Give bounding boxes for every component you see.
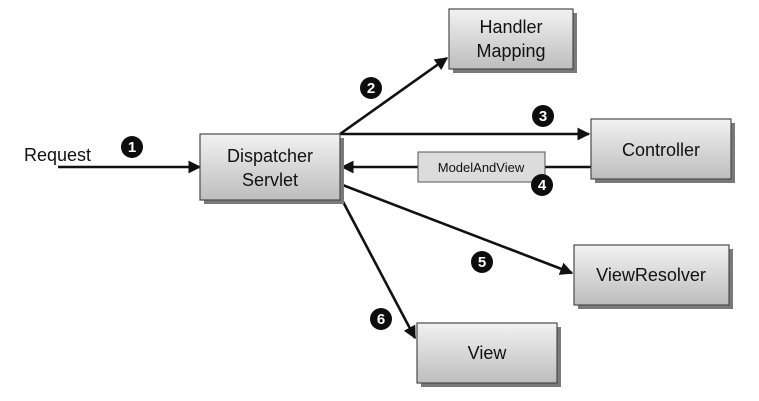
model-and-view-box: ModelAndView <box>417 151 546 183</box>
step-3-number: 3 <box>539 108 547 125</box>
step-2-marker: 2 <box>360 77 382 99</box>
step-5-marker: 5 <box>471 251 493 273</box>
dispatcher-servlet-label-line2: Servlet <box>242 170 298 190</box>
step-6-marker: 6 <box>370 308 392 330</box>
view-resolver-arrow <box>339 182 574 275</box>
view-label: View <box>468 343 508 363</box>
step-4-marker: 4 <box>531 174 553 196</box>
view-resolver-label: ViewResolver <box>596 265 706 285</box>
request-label: Request <box>24 145 91 165</box>
handler-mapping-arrow <box>339 56 449 136</box>
controller-node: Controller <box>590 118 735 183</box>
step-6-number: 6 <box>377 311 385 328</box>
view-node: View <box>416 322 561 387</box>
handler-mapping-label-line2: Mapping <box>476 41 545 61</box>
handler-mapping-node: Handler Mapping <box>448 8 577 73</box>
view-resolver-node: ViewResolver <box>573 244 733 309</box>
step-4-number: 4 <box>538 177 547 194</box>
handler-mapping-label-line1: Handler <box>479 17 542 37</box>
step-1-marker: 1 <box>121 136 143 158</box>
model-and-view-label: ModelAndView <box>438 160 525 175</box>
dispatcher-servlet-node: Dispatcher Servlet <box>199 133 344 204</box>
dispatcher-servlet-label-line1: Dispatcher <box>227 146 313 166</box>
view-arrow <box>338 195 417 340</box>
step-2-number: 2 <box>367 80 375 97</box>
step-3-marker: 3 <box>532 105 554 127</box>
step-1-number: 1 <box>128 139 136 156</box>
step-5-number: 5 <box>478 254 486 271</box>
controller-label: Controller <box>622 140 700 160</box>
